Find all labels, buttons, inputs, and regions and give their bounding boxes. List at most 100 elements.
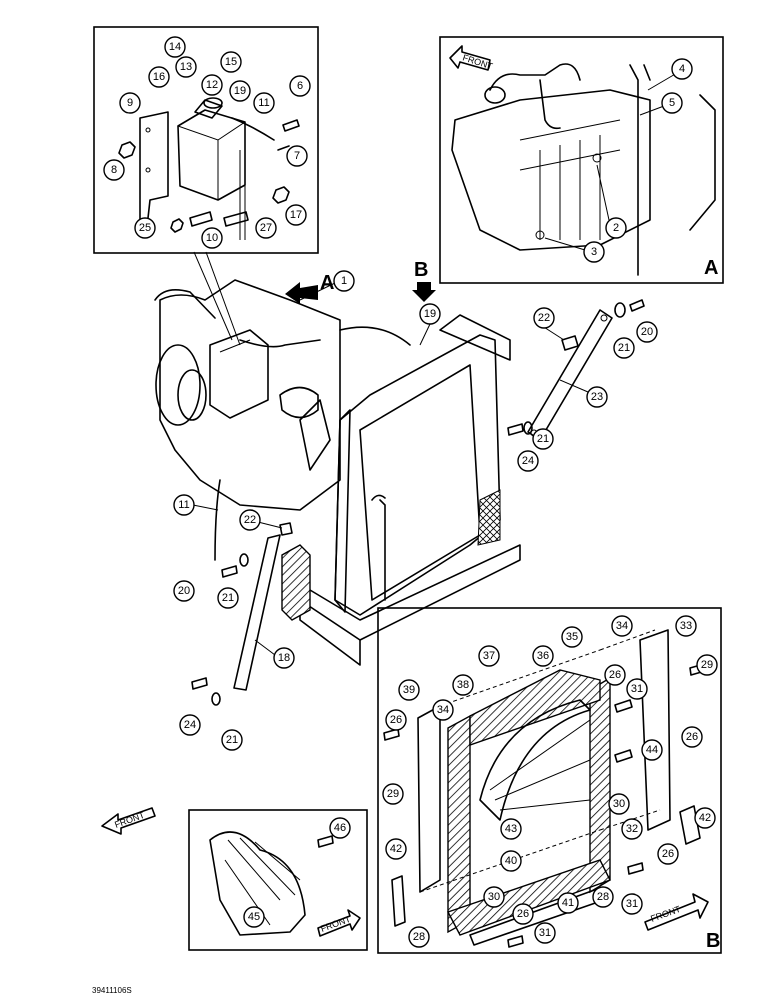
callout-number: 23 [591, 391, 603, 403]
callout-12: 12 [201, 74, 223, 96]
callout-number: 1 [341, 275, 347, 287]
callout-circle [173, 494, 195, 516]
callout-11: 11 [173, 494, 195, 516]
callout-number: 36 [537, 650, 549, 662]
callout-circle [604, 664, 626, 686]
callout-number: 40 [505, 855, 517, 867]
front-label-b: FRONT [649, 904, 682, 924]
callout-number: 26 [517, 908, 529, 920]
callout-number: 5 [669, 97, 675, 109]
front-label-d: FRONT [113, 810, 146, 830]
callout-number: 43 [505, 823, 517, 835]
callout-45: 45 [243, 906, 265, 928]
callout-30: 30 [483, 886, 505, 908]
callout-circle [681, 726, 703, 748]
callout-number: 26 [686, 731, 698, 743]
callout-number: 44 [646, 744, 658, 756]
callout-number: 31 [631, 683, 643, 695]
callout-4: 4 [671, 58, 693, 80]
callout-circle [243, 906, 265, 928]
callout-16: 16 [148, 66, 170, 88]
callout-circle [605, 217, 627, 239]
callout-number: 28 [597, 891, 609, 903]
callout-13: 13 [175, 56, 197, 78]
callout-number: 29 [701, 659, 713, 671]
callout-number: 45 [248, 911, 260, 923]
callout-circle [333, 270, 355, 292]
callout-29: 29 [382, 783, 404, 805]
callout-5: 5 [661, 92, 683, 114]
callout-34: 34 [611, 615, 633, 637]
callout-circle [621, 893, 643, 915]
callout-number: 4 [679, 63, 685, 75]
callout-number: 32 [626, 823, 638, 835]
callout-number: 21 [222, 592, 234, 604]
callout-circle [134, 217, 156, 239]
callout-circle [500, 850, 522, 872]
callout-number: 29 [387, 788, 399, 800]
callout-number: 24 [522, 455, 534, 467]
callout-38: 38 [452, 674, 474, 696]
callout-34: 34 [432, 699, 454, 721]
callout-circle [385, 709, 407, 731]
callout-2: 2 [605, 217, 627, 239]
callout-number: 39 [403, 684, 415, 696]
callout-43: 43 [500, 818, 522, 840]
callout-circle [432, 699, 454, 721]
callout-number: 8 [111, 164, 117, 176]
callout-28: 28 [408, 926, 430, 948]
callout-circle [385, 838, 407, 860]
callout-number: 34 [616, 620, 628, 632]
callout-15: 15 [220, 51, 242, 73]
callout-circle [500, 818, 522, 840]
callout-29: 29 [696, 654, 718, 676]
callout-circle [675, 615, 697, 637]
main-engine-radiator-assembly [154, 279, 645, 706]
callout-number: 31 [539, 927, 551, 939]
callout-number: 2 [613, 222, 619, 234]
callout-number: 38 [457, 679, 469, 691]
callout-number: 11 [178, 499, 189, 511]
callout-number: 16 [153, 71, 165, 83]
callout-9: 9 [119, 92, 141, 114]
callout-circle [201, 227, 223, 249]
callout-circle [286, 145, 308, 167]
callout-number: 37 [483, 650, 495, 662]
callout-circle [164, 36, 186, 58]
callout-circle [229, 80, 251, 102]
callout-number: 42 [390, 843, 402, 855]
callout-number: 22 [538, 312, 550, 324]
callout-40: 40 [500, 850, 522, 872]
callout-22: 22 [533, 307, 555, 329]
callout-number: 6 [297, 80, 303, 92]
callout-41: 41 [557, 892, 579, 914]
callout-19: 19 [229, 80, 251, 102]
callout-number: 18 [278, 652, 290, 664]
callout-number: 19 [424, 308, 436, 320]
callout-circle [613, 337, 635, 359]
callout-14: 14 [164, 36, 186, 58]
callout-18: 18 [273, 647, 295, 669]
callout-circle [148, 66, 170, 88]
callout-number: 10 [206, 232, 218, 244]
callout-circle [217, 587, 239, 609]
callout-number: 30 [613, 798, 625, 810]
callout-number: 26 [609, 669, 621, 681]
callout-8: 8 [103, 159, 125, 181]
callout-circle [561, 626, 583, 648]
callout-circle [103, 159, 125, 181]
callout-30: 30 [608, 793, 630, 815]
callout-17: 17 [285, 204, 307, 226]
reference-code: 39411106S [92, 986, 132, 995]
view-b-detail-panel: FRONT B [377, 607, 722, 954]
callout-6: 6 [289, 75, 311, 97]
callout-circle [557, 892, 579, 914]
callout-20: 20 [173, 580, 195, 602]
callout-number: 14 [169, 41, 181, 53]
callout-circle [255, 217, 277, 239]
pointer-a-label: A [320, 272, 334, 294]
callout-number: 24 [184, 719, 196, 731]
callout-22: 22 [239, 509, 261, 531]
